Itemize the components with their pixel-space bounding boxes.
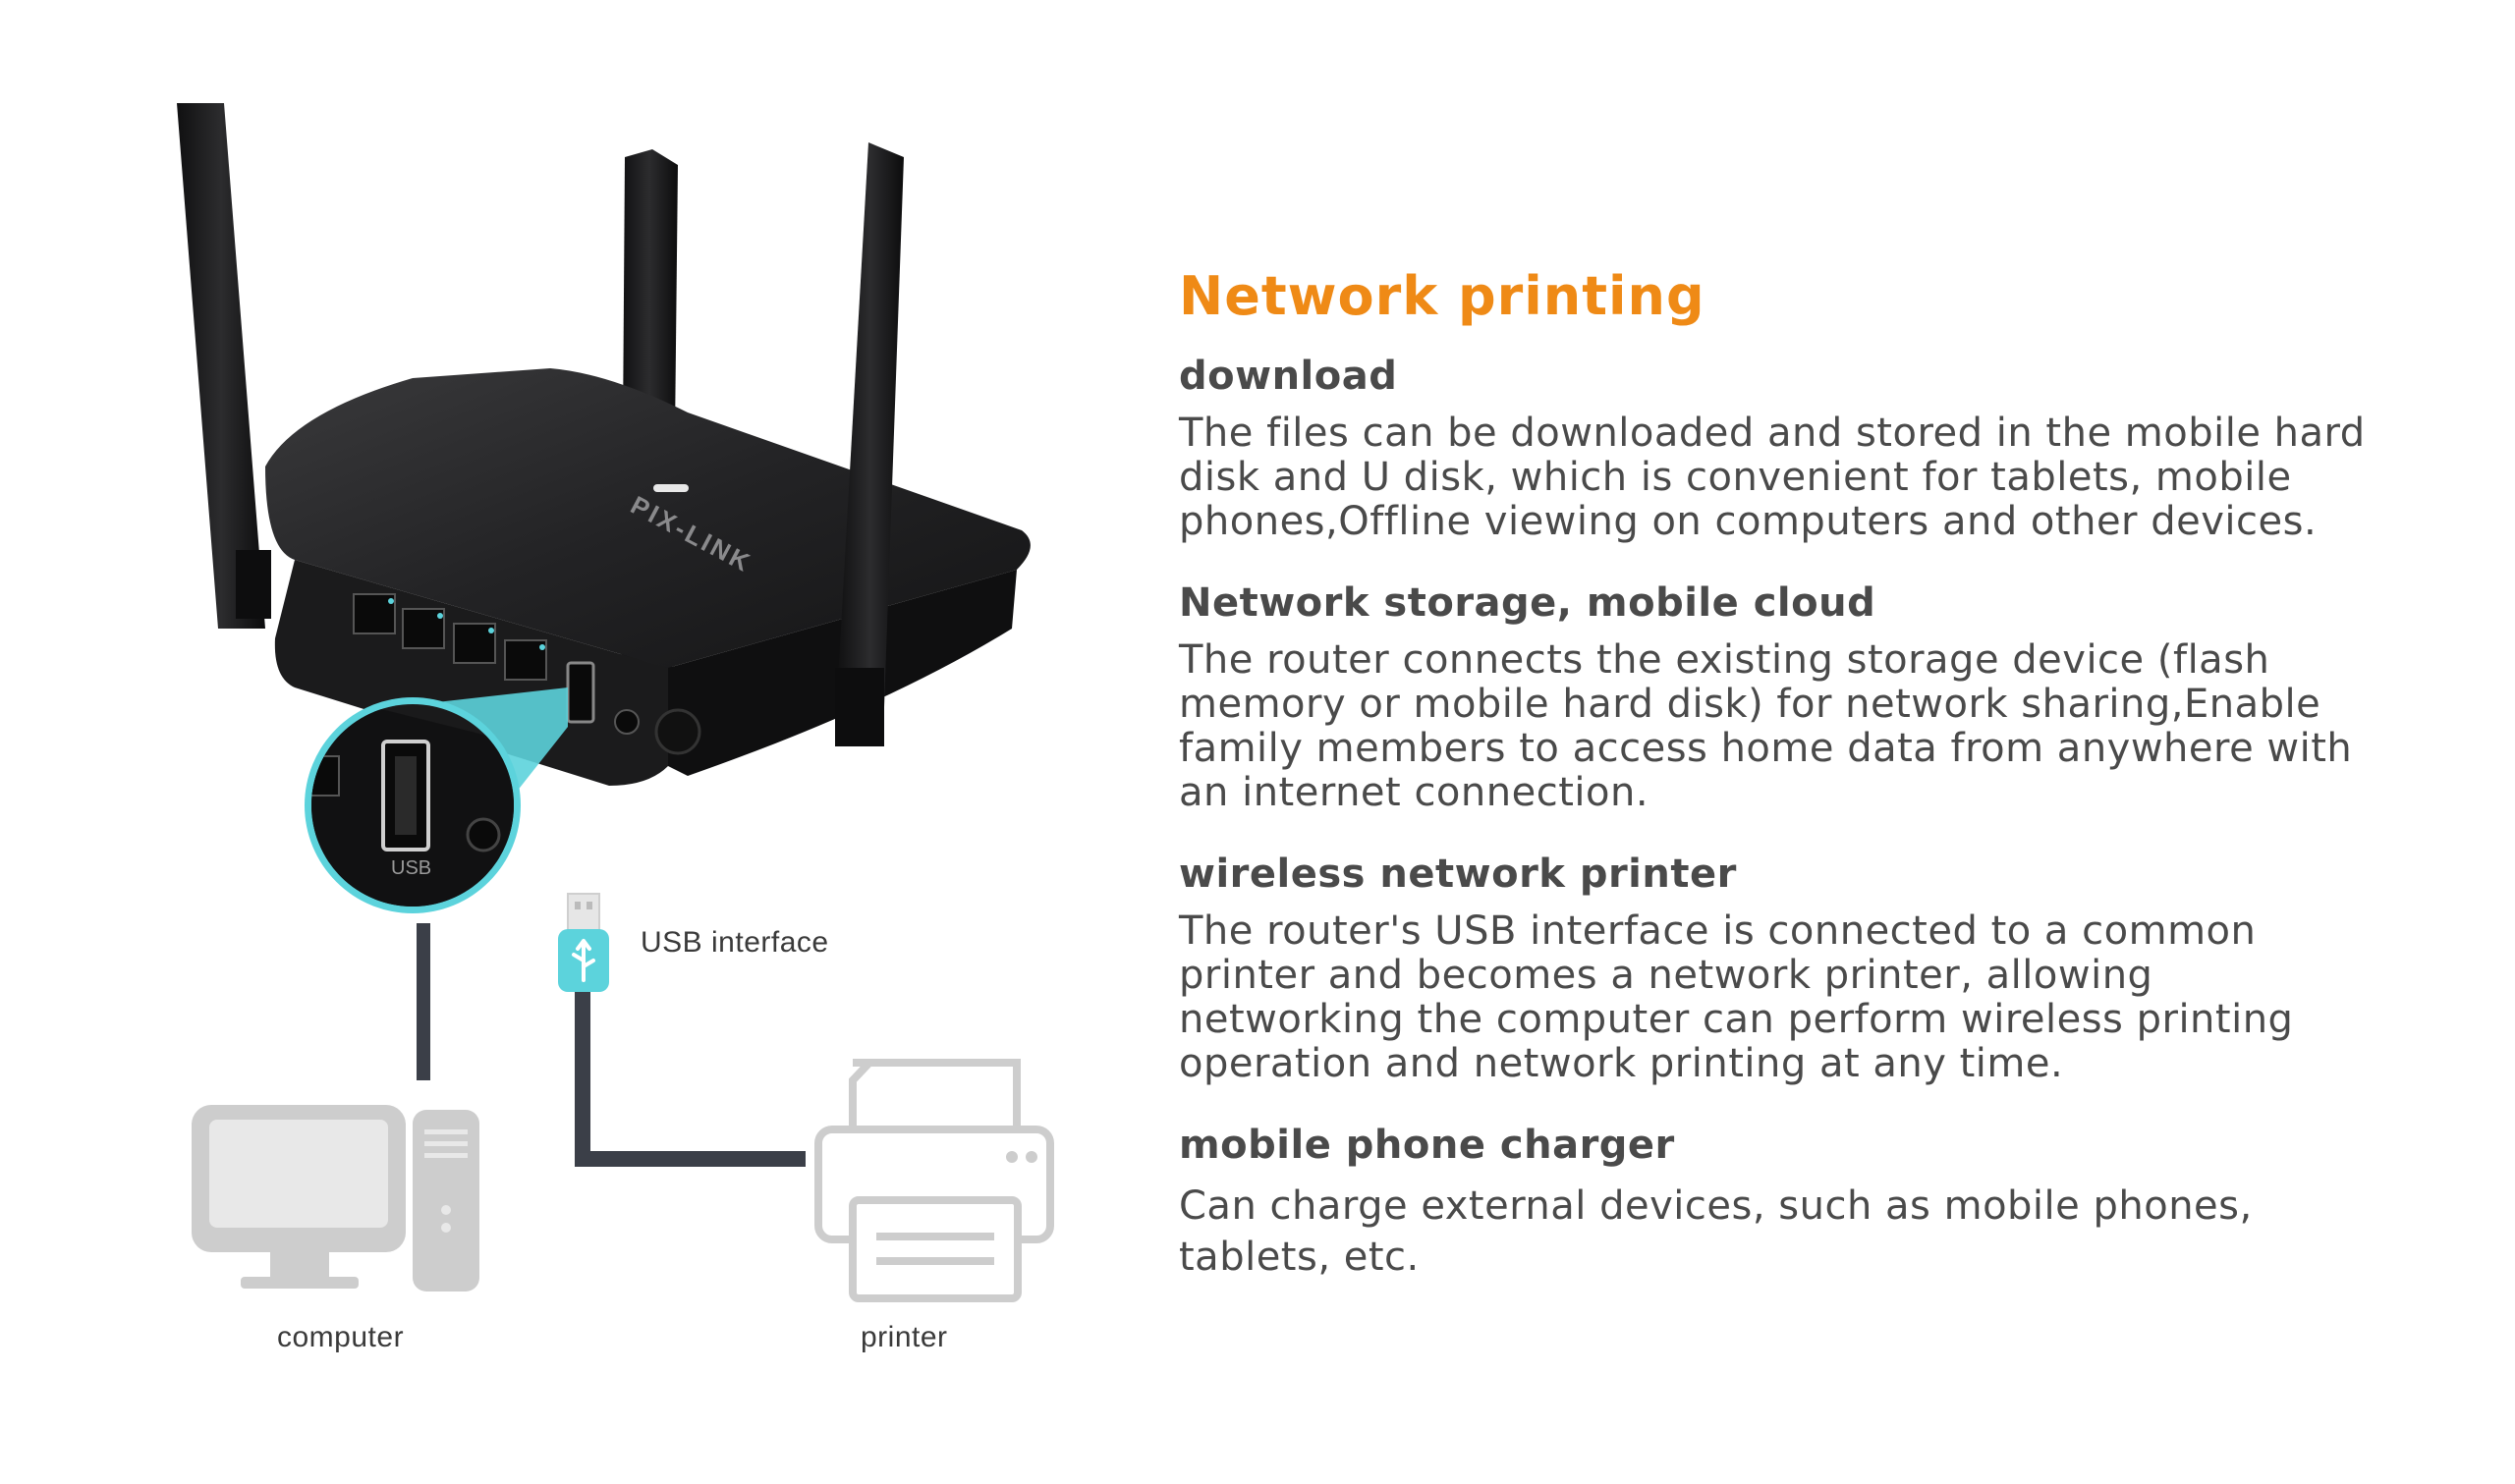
- feature-content: Network printing download The files can …: [1179, 265, 2377, 1316]
- printer-cable: [575, 992, 806, 1167]
- antenna-left: [177, 103, 265, 629]
- status-led: [653, 484, 689, 492]
- diagram-artwork: PIX-LINK: [177, 103, 1054, 1302]
- usb-zoom-callout: USB: [305, 687, 568, 913]
- computer-icon: [192, 1105, 479, 1292]
- feature-network-storage: Network storage, mobile cloud The router…: [1179, 577, 2377, 815]
- usb-plug-icon: [558, 893, 609, 992]
- antenna-right: [837, 142, 904, 707]
- feature-heading: wireless network printer: [1179, 851, 1737, 897]
- printer-icon: [814, 1059, 1054, 1302]
- feature-description: The router connects the existing storage…: [1179, 636, 2353, 815]
- feature-description: Can charge external devices, such as mob…: [1179, 1182, 2253, 1280]
- feature-heading: download: [1179, 353, 1398, 399]
- computer-cable: [417, 923, 430, 1080]
- feature-download: download The files can be downloaded and…: [1179, 351, 2377, 544]
- zoom-port-label: USB: [391, 857, 431, 879]
- feature-phone-charger: mobile phone charger Can charge external…: [1179, 1120, 2377, 1283]
- printer-label: printer: [861, 1321, 948, 1353]
- usb-interface-label: USB interface: [641, 926, 829, 959]
- feature-description: The files can be downloaded and stored i…: [1179, 410, 2366, 544]
- feature-wireless-printer: wireless network printer The router's US…: [1179, 849, 2377, 1086]
- router-top: [265, 368, 1031, 668]
- feature-description: The router's USB interface is connected …: [1179, 907, 2294, 1086]
- feature-heading: mobile phone charger: [1179, 1122, 1675, 1168]
- ethernet-ports: [353, 593, 547, 681]
- page-title: Network printing: [1179, 265, 1705, 327]
- usb-port: [566, 661, 595, 724]
- computer-label: computer: [277, 1321, 405, 1353]
- feature-heading: Network storage, mobile cloud: [1179, 579, 1876, 626]
- network-diagram: PIX-LINK: [0, 0, 1081, 1484]
- router-image: PIX-LINK: [177, 103, 1031, 786]
